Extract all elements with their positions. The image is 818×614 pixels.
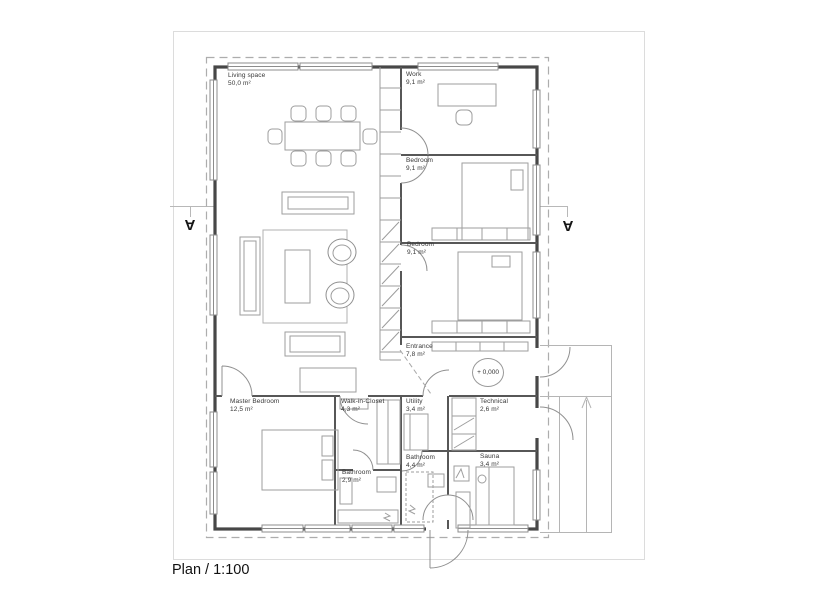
- interior-walls: [215, 67, 537, 529]
- windows: [209, 62, 541, 533]
- drawing-caption: Plan / 1:100: [172, 562, 250, 578]
- section-marker-left: A: [184, 216, 196, 233]
- storage-strip: [379, 67, 401, 361]
- door-swings: [221, 127, 574, 569]
- sheet-border: [173, 31, 645, 560]
- level-marker: + 0,000: [472, 358, 504, 387]
- furniture: [239, 83, 531, 529]
- roof-overhang-outline: [205, 56, 550, 539]
- terrace: [540, 345, 612, 533]
- section-marker-right: A: [562, 217, 574, 234]
